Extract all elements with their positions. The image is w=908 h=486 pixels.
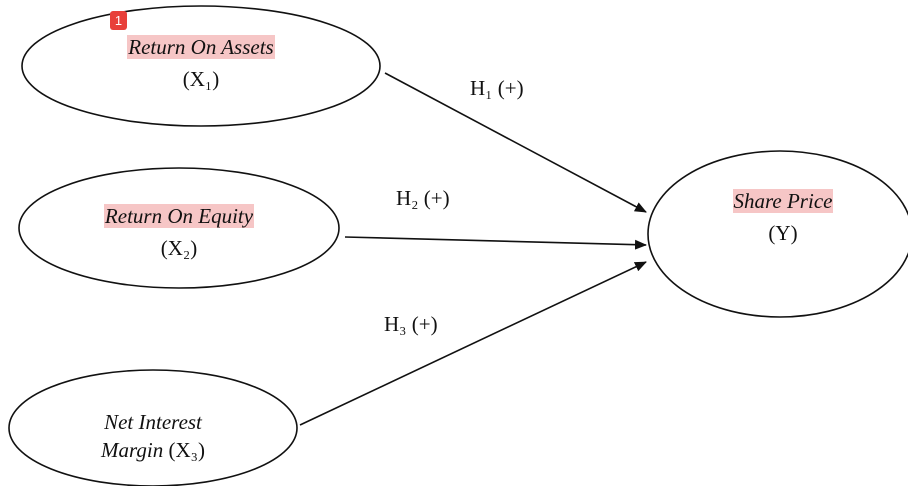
edge-x3-to-y <box>299 261 647 426</box>
node-x2-name: Return On Equity <box>103 204 255 228</box>
node-x3-code: (X₃) <box>168 438 205 462</box>
node-x2-code: (X₂) <box>160 236 198 260</box>
node-x3-name-line2: Margin <box>101 438 164 462</box>
node-y-name: Share Price <box>732 189 834 213</box>
node-x3-ellipse <box>8 369 298 486</box>
edge-x2-to-y <box>344 236 647 250</box>
annotation-badge: 1 <box>110 11 127 30</box>
node-x1-code: (X₁) <box>182 67 220 91</box>
edge-label-h1: H₁ (+) <box>470 76 524 100</box>
node-x1-name: Return On Assets <box>127 35 275 59</box>
node-y-code: (Y) <box>768 221 798 245</box>
node-y-ellipse <box>647 150 908 318</box>
edge-x1-to-y <box>384 72 647 213</box>
node-x3-name-line1: Net Interest <box>104 410 202 434</box>
node-x3-name-line2-wrap: Margin (X₃) <box>53 438 253 462</box>
edge-label-h3: H₃ (+) <box>384 312 438 336</box>
node-x1-ellipse <box>21 5 381 127</box>
node-x2-ellipse <box>18 167 340 289</box>
node-y-label: Share Price <box>683 189 883 213</box>
node-x1-label: Return On Assets <box>101 35 301 59</box>
edge-label-h2: H₂ (+) <box>396 186 450 210</box>
node-x2-label: Return On Equity <box>69 204 289 228</box>
